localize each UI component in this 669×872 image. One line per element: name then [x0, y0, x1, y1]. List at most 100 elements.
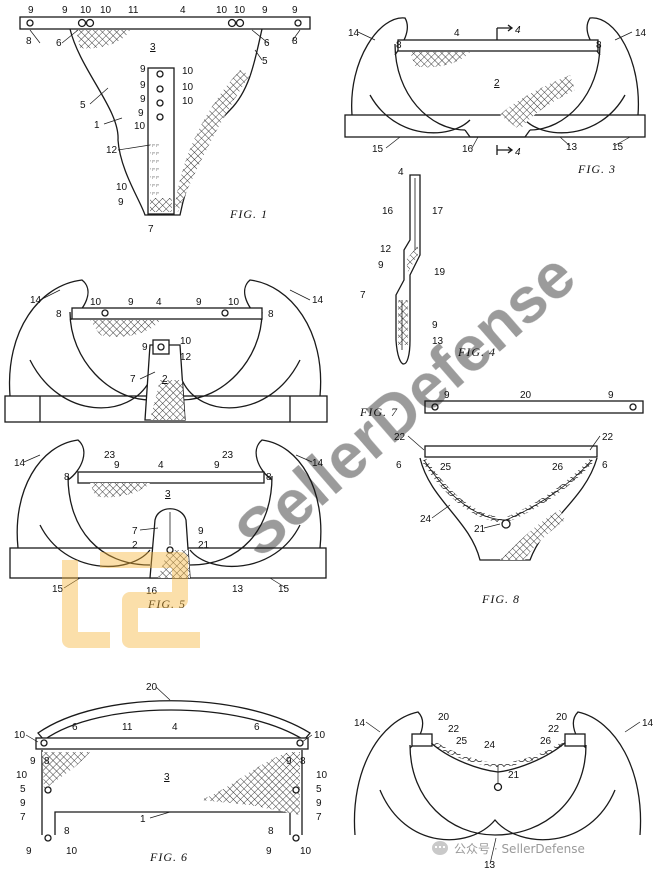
reference-numeral: 10: [66, 846, 78, 857]
fig8-caption: FIG. 8: [481, 592, 520, 606]
reference-numeral: 9: [214, 460, 220, 471]
reference-numeral: 9: [138, 108, 144, 119]
reference-numeral: 8: [64, 826, 70, 837]
reference-numeral: 10: [234, 5, 246, 16]
reference-numeral: 3: [150, 42, 156, 53]
reference-numeral: 22: [394, 432, 406, 443]
reference-numeral: 20: [146, 682, 158, 693]
reference-numeral: 8: [596, 40, 602, 51]
reference-numeral: 17: [432, 206, 444, 217]
reference-numeral: 6: [396, 460, 402, 471]
reference-numeral: 6: [602, 460, 608, 471]
reference-numeral: 2: [494, 78, 500, 89]
reference-numeral: 9: [432, 320, 438, 331]
reference-numeral: 9: [262, 5, 268, 16]
figure-8: FIG. 8: [419, 445, 598, 606]
reference-numeral: 2: [162, 374, 168, 385]
figure-3: FIG. 3: [344, 17, 646, 176]
reference-numeral: 26: [540, 736, 552, 747]
reference-numeral: 8: [268, 826, 274, 837]
reference-numeral: 20: [556, 712, 568, 723]
reference-numeral: 23: [222, 450, 234, 461]
reference-numeral: 9: [608, 390, 614, 401]
reference-numeral: 6: [264, 38, 270, 49]
reference-numeral: 9: [140, 64, 146, 75]
wechat-bubble-icon: [432, 841, 448, 855]
reference-numeral: 8: [292, 36, 298, 47]
reference-numeral: 6: [254, 722, 260, 733]
reference-numeral: 22: [548, 724, 560, 735]
figure-7: FIG. 7: [359, 400, 644, 419]
reference-numeral: 10: [134, 121, 146, 132]
fig1-caption: FIG. 1: [229, 207, 268, 221]
reference-numeral: 21: [474, 524, 486, 535]
reference-numeral: 11: [122, 722, 133, 733]
reference-numeral: 21: [508, 770, 520, 781]
reference-numeral: 22: [448, 724, 460, 735]
reference-numeral: 9: [140, 94, 146, 105]
reference-numeral: 14: [354, 718, 366, 729]
watermark: SellerDefense: [62, 238, 589, 648]
reference-numeral: 10: [182, 82, 194, 93]
reference-numeral: 25: [456, 736, 468, 747]
reference-numeral: 3: [165, 489, 171, 500]
reference-numeral: 8: [56, 309, 62, 320]
reference-numeral: 9: [198, 526, 204, 537]
reference-numeral: 9: [62, 5, 68, 16]
fig6-caption: FIG. 6: [149, 850, 188, 864]
reference-numeral: 10: [228, 297, 240, 308]
figure-2: [4, 279, 328, 423]
reference-numeral: 9: [378, 260, 384, 271]
reference-numeral: 4: [515, 147, 521, 158]
reference-numeral: 9: [20, 798, 26, 809]
reference-numeral: 4: [180, 5, 186, 16]
reference-numeral: 24: [484, 740, 496, 751]
reference-numeral: 16: [382, 206, 394, 217]
reference-numeral: 23: [104, 450, 116, 461]
reference-numeral: 7: [316, 812, 322, 823]
reference-numeral: 10: [314, 730, 326, 741]
reference-numeral: 10: [182, 96, 194, 107]
reference-numeral: 8: [300, 756, 306, 767]
reference-numeral: 20: [438, 712, 450, 723]
reference-numeral: 9: [444, 390, 450, 401]
reference-numeral: 10: [216, 5, 228, 16]
reference-numeral: 7: [132, 526, 138, 537]
reference-numeral: 16: [462, 144, 474, 155]
fig1-reference-numerals: 9 9 10 10 11 4 10 10 9 9 8 6 3 6 8 5 5 1…: [26, 5, 298, 235]
figure-9: [353, 711, 642, 841]
reference-numeral: 9: [26, 846, 32, 857]
credit-text: 公众号 · SellerDefense: [454, 841, 585, 856]
reference-numeral: 4: [156, 297, 162, 308]
fig4-reference-numerals: 4 16 17 12 9 19 7 9 13: [360, 167, 446, 347]
reference-numeral: 6: [56, 38, 62, 49]
reference-numeral: 10: [90, 297, 102, 308]
reference-numeral: 3: [164, 772, 170, 783]
reference-numeral: 8: [268, 309, 274, 320]
reference-numeral: 22: [602, 432, 614, 443]
fig6-reference-numerals: 20 10 11 4 10 9 6 6 8 9 8 3 10 5 9 7 1 8…: [14, 682, 328, 857]
reference-numeral: 8: [64, 472, 70, 483]
section-arrows: [497, 24, 514, 154]
reference-numeral: 1: [140, 814, 146, 825]
reference-numeral: 6: [72, 722, 78, 733]
fig9-reference-numerals: 14 20 22 25 24 20 22 26 14 21 13: [354, 712, 654, 871]
reference-numeral: 14: [642, 718, 654, 729]
reference-numeral: 7: [20, 812, 26, 823]
reference-numeral: 25: [440, 462, 452, 473]
reference-numeral: 8: [44, 756, 50, 767]
reference-numeral: 10: [316, 770, 328, 781]
reference-numeral: 15: [278, 584, 290, 595]
reference-numeral: 9: [142, 342, 148, 353]
reference-numeral: 15: [52, 584, 64, 595]
reference-numeral: 9: [266, 846, 272, 857]
reference-numeral: 7: [148, 224, 154, 235]
reference-numeral: 16: [146, 586, 158, 597]
fig7-reference-numerals: 9 20 9: [444, 390, 614, 401]
fig5-caption: FIG. 5: [147, 597, 186, 611]
reference-numeral: 5: [316, 784, 322, 795]
reference-numeral: 5: [20, 784, 26, 795]
reference-numeral: 15: [372, 144, 384, 155]
reference-numeral: 9: [286, 756, 292, 767]
